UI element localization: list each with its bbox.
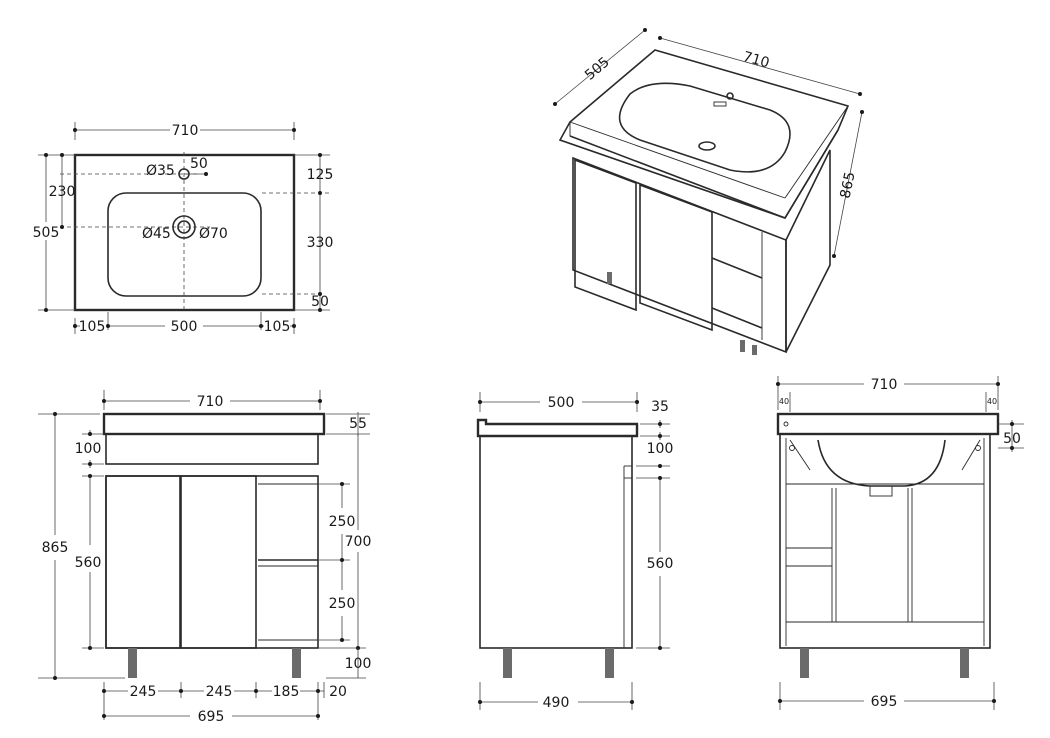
drain-outer-label: Ø70 — [199, 226, 228, 242]
front-drawer-gap-label: 100 — [75, 441, 102, 457]
side-countertop — [476, 418, 639, 438]
top-view-outline — [73, 153, 296, 312]
front-door-mid-width-label: 245 — [206, 684, 233, 700]
back-leg-left — [800, 648, 809, 678]
side-depth-base-label: 490 — [543, 695, 570, 711]
back-leg-right — [960, 648, 969, 678]
front-top-thickness-label: 55 — [349, 416, 367, 432]
bottom-mid-label: 500 — [171, 319, 198, 335]
tap-offset-label: 50 — [190, 156, 208, 172]
bottom-right-label: 105 — [264, 319, 291, 335]
front-countertop — [102, 412, 326, 436]
tap-front-label: 230 — [49, 184, 76, 200]
front-base-width-label: 695 — [198, 709, 225, 725]
side-top-thickness-label: 35 — [651, 399, 669, 415]
iso-door-left — [574, 158, 637, 312]
bottom-left-label: 105 — [79, 319, 106, 335]
front-shelf-upper-label: 250 — [329, 514, 356, 530]
front-door-height-label: 560 — [75, 555, 102, 571]
front-leg-right — [292, 648, 301, 678]
side-cabinet-body — [479, 435, 633, 649]
side-door-height-label: 560 — [647, 556, 674, 572]
back-corner-right-label: 40 — [987, 397, 997, 406]
front-view: 710 865 100 560 55 250 250 — [38, 390, 371, 725]
iso-depth-label: 505 — [582, 54, 613, 83]
front-side-inset-label: 20 — [329, 684, 347, 700]
right-bottom-label: 50 — [311, 294, 329, 310]
drain-inner-icon — [177, 220, 191, 234]
front-cabinet-body — [105, 475, 319, 649]
front-height-label: 865 — [42, 540, 69, 556]
drain-label: Ø45 — [142, 226, 171, 242]
iso-view: 505 710 865 — [553, 28, 864, 355]
front-door-left — [105, 475, 181, 649]
iso-door-right — [639, 183, 713, 332]
back-view: 710 40 40 50 695 — [776, 376, 1024, 710]
right-mid-label: 330 — [307, 235, 334, 251]
iso-bowl — [618, 82, 791, 173]
iso-width-label: 710 — [741, 49, 771, 72]
back-top-height-label: 50 — [1003, 431, 1021, 447]
iso-height-label: 865 — [837, 170, 858, 199]
front-shelf-total-label: 700 — [345, 534, 372, 550]
top-width-label: 710 — [172, 123, 199, 139]
front-leg-left — [128, 648, 137, 678]
back-cabinet-body — [779, 433, 991, 649]
front-door-left-width-label: 245 — [130, 684, 157, 700]
side-view: 500 35 100 560 490 — [476, 392, 674, 711]
back-bowl — [817, 439, 946, 487]
side-leg-left — [503, 648, 512, 678]
drain-outer-icon — [172, 215, 196, 239]
front-shelf-lower-label: 250 — [329, 596, 356, 612]
top-view: 710 505 230 Ø35 50 Ø45 Ø70 125 330 50 — [33, 122, 334, 335]
side-leg-right — [605, 648, 614, 678]
front-width-label: 710 — [197, 394, 224, 410]
iso-cabinet-side — [785, 149, 831, 353]
back-base-width-label: 695 — [871, 694, 898, 710]
back-width-label: 710 — [871, 377, 898, 393]
basin-bowl-outline — [107, 192, 262, 297]
front-door-right — [180, 475, 257, 649]
back-countertop — [776, 412, 1000, 436]
tap-hole-label: Ø35 — [146, 163, 175, 179]
back-corner-left-label: 40 — [779, 397, 789, 406]
front-drawer-band — [105, 433, 319, 465]
top-depth-label: 505 — [33, 225, 60, 241]
right-top-label: 125 — [307, 167, 334, 183]
side-depth-top-label: 500 — [548, 395, 575, 411]
side-gap-label: 100 — [647, 441, 674, 457]
front-leg-height-label: 100 — [345, 656, 372, 672]
front-shelf-width-label: 185 — [273, 684, 300, 700]
